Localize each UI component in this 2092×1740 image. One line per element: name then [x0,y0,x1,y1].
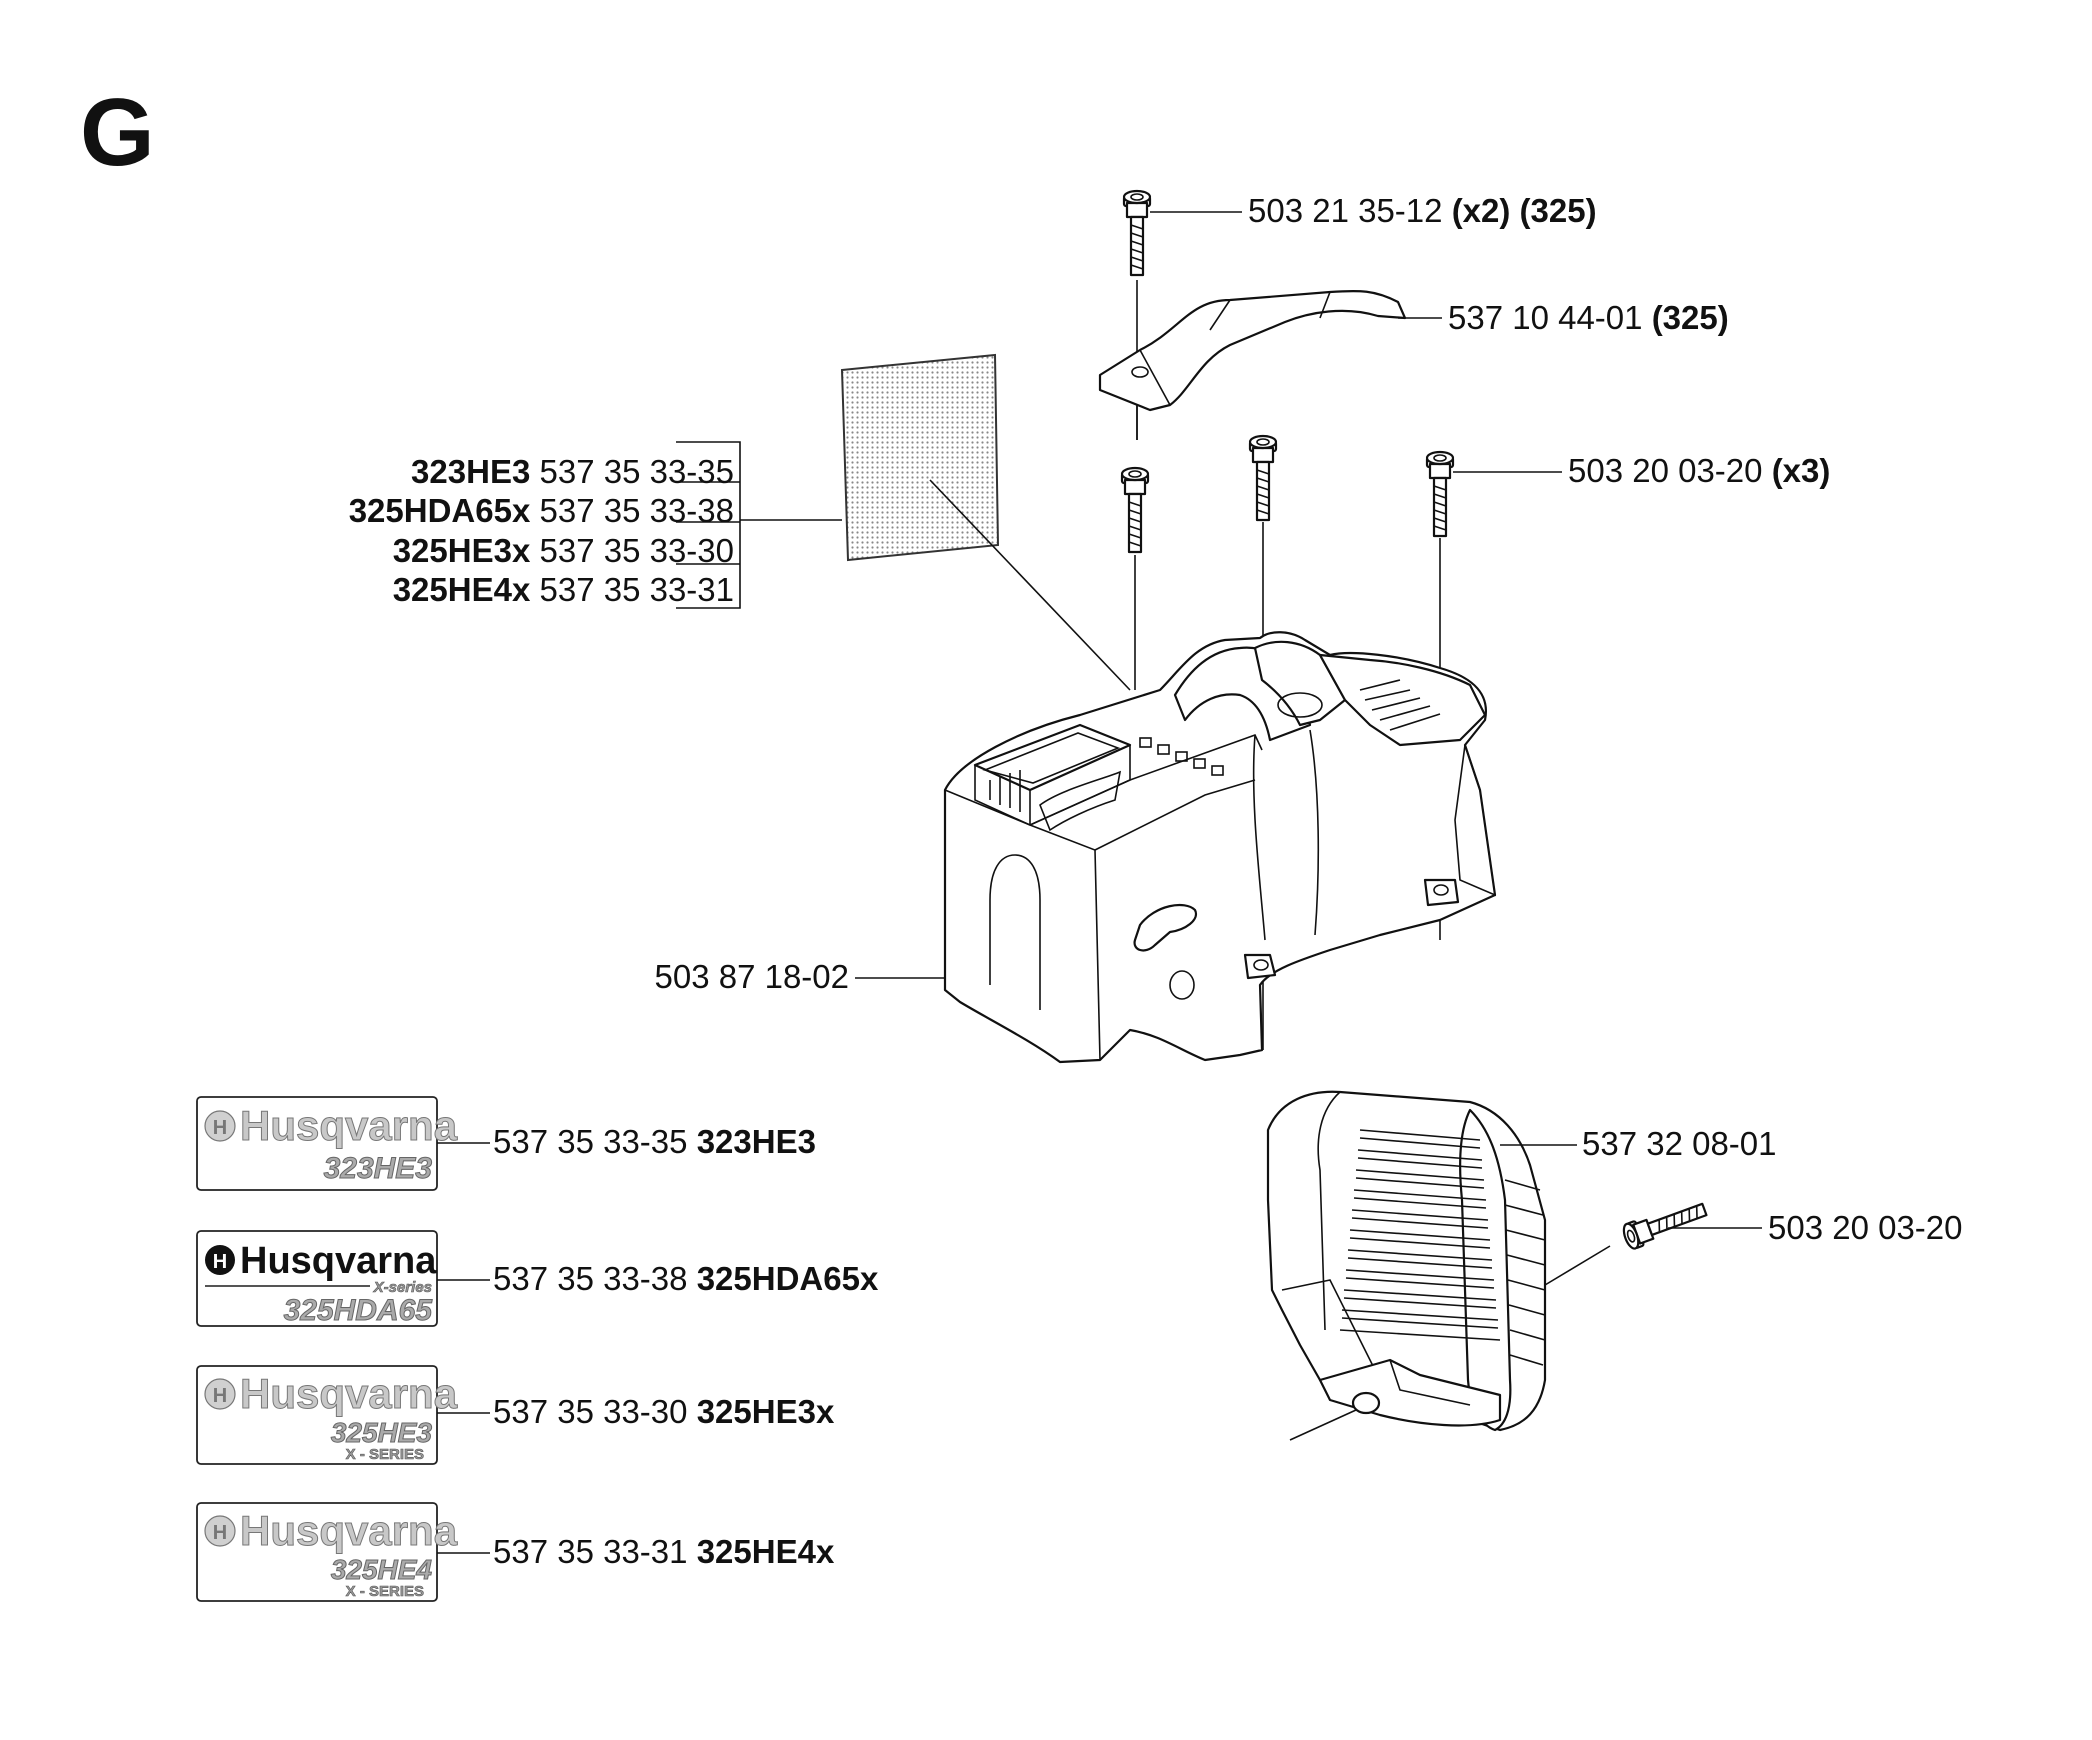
callout-top-bracket: 537 10 44-01 (325) [1448,299,1729,336]
decal-brand: Husqvarna [240,1102,458,1149]
page-letter: G [80,79,155,186]
decal-callout: 537 35 33-38 325HDA65x [493,1260,879,1297]
decal-item: H Husqvarna 325HE4 X - SERIES 537 35 33-… [196,1502,835,1602]
husqvarna-logo-icon: H [204,1515,236,1547]
svg-text:H: H [213,1117,227,1139]
decal-series-text: X - SERIES [346,1583,424,1600]
label-table-row: 325HE3x 537 35 33-30 [393,532,734,569]
decal-series-text: X-series [373,1279,432,1296]
decal-item: H Husqvarna X-series 325HDA65 537 35 33-… [196,1230,879,1328]
svg-text:H: H [213,1251,227,1273]
decal-model-text: 323HE3 [324,1152,433,1185]
decal-brand: Husqvarna [240,1507,458,1554]
screw-side-part [1544,1196,1762,1286]
decal-model-text: 325HDA65 [284,1294,434,1327]
callout-cover: 503 87 18-02 [654,958,849,995]
main-cover-part [855,631,1497,1064]
svg-text:H: H [213,1385,227,1407]
label-table-row: 325HDA65x 537 35 33-38 [349,492,734,529]
label-table: 323HE3 537 35 33-35 325HDA65x 537 35 33-… [349,453,734,608]
decal-box [196,1365,438,1465]
decal-callout: 537 35 33-35 323HE3 [493,1123,816,1160]
decal-model-text: 325HE4 [331,1554,433,1585]
side-cover-part [1266,1090,1577,1441]
callout-screws-three: 503 20 03-20 (x3) [1568,452,1830,489]
decal-box [196,1230,438,1327]
decal-box [196,1502,438,1602]
decal-item: H Husqvarna 325HE3 X - SERIES 537 35 33-… [196,1365,835,1465]
decal-series-text: X - SERIES [346,1446,424,1463]
husqvarna-logo-icon: H [204,1378,236,1410]
husqvarna-logo-icon: H [205,1245,235,1275]
decal-callout: 537 35 33-30 325HE3x [493,1393,835,1430]
top-bracket-part [1098,289,1442,440]
label-table-row: 325HE4x 537 35 33-31 [393,571,734,608]
decal-item: H Husqvarna 323HE3 537 35 33-35 323HE3 [196,1096,816,1191]
decal-callout: 537 35 33-31 325HE4x [493,1533,835,1570]
label-plate-part [676,353,1131,691]
label-table-row: 323HE3 537 35 33-35 [411,453,734,490]
svg-text:H: H [213,1522,227,1544]
husqvarna-logo-icon: H [204,1110,236,1142]
decal-brand: Husqvarna [240,1240,437,1282]
decal-brand: Husqvarna [240,1370,458,1417]
callout-screw-top: 503 21 35-12 (x2) (325) [1248,192,1597,229]
decal-model-text: 325HE3 [331,1417,433,1448]
callout-screw-side: 503 20 03-20 [1768,1209,1963,1246]
callout-side-cover: 537 32 08-01 [1582,1125,1777,1162]
